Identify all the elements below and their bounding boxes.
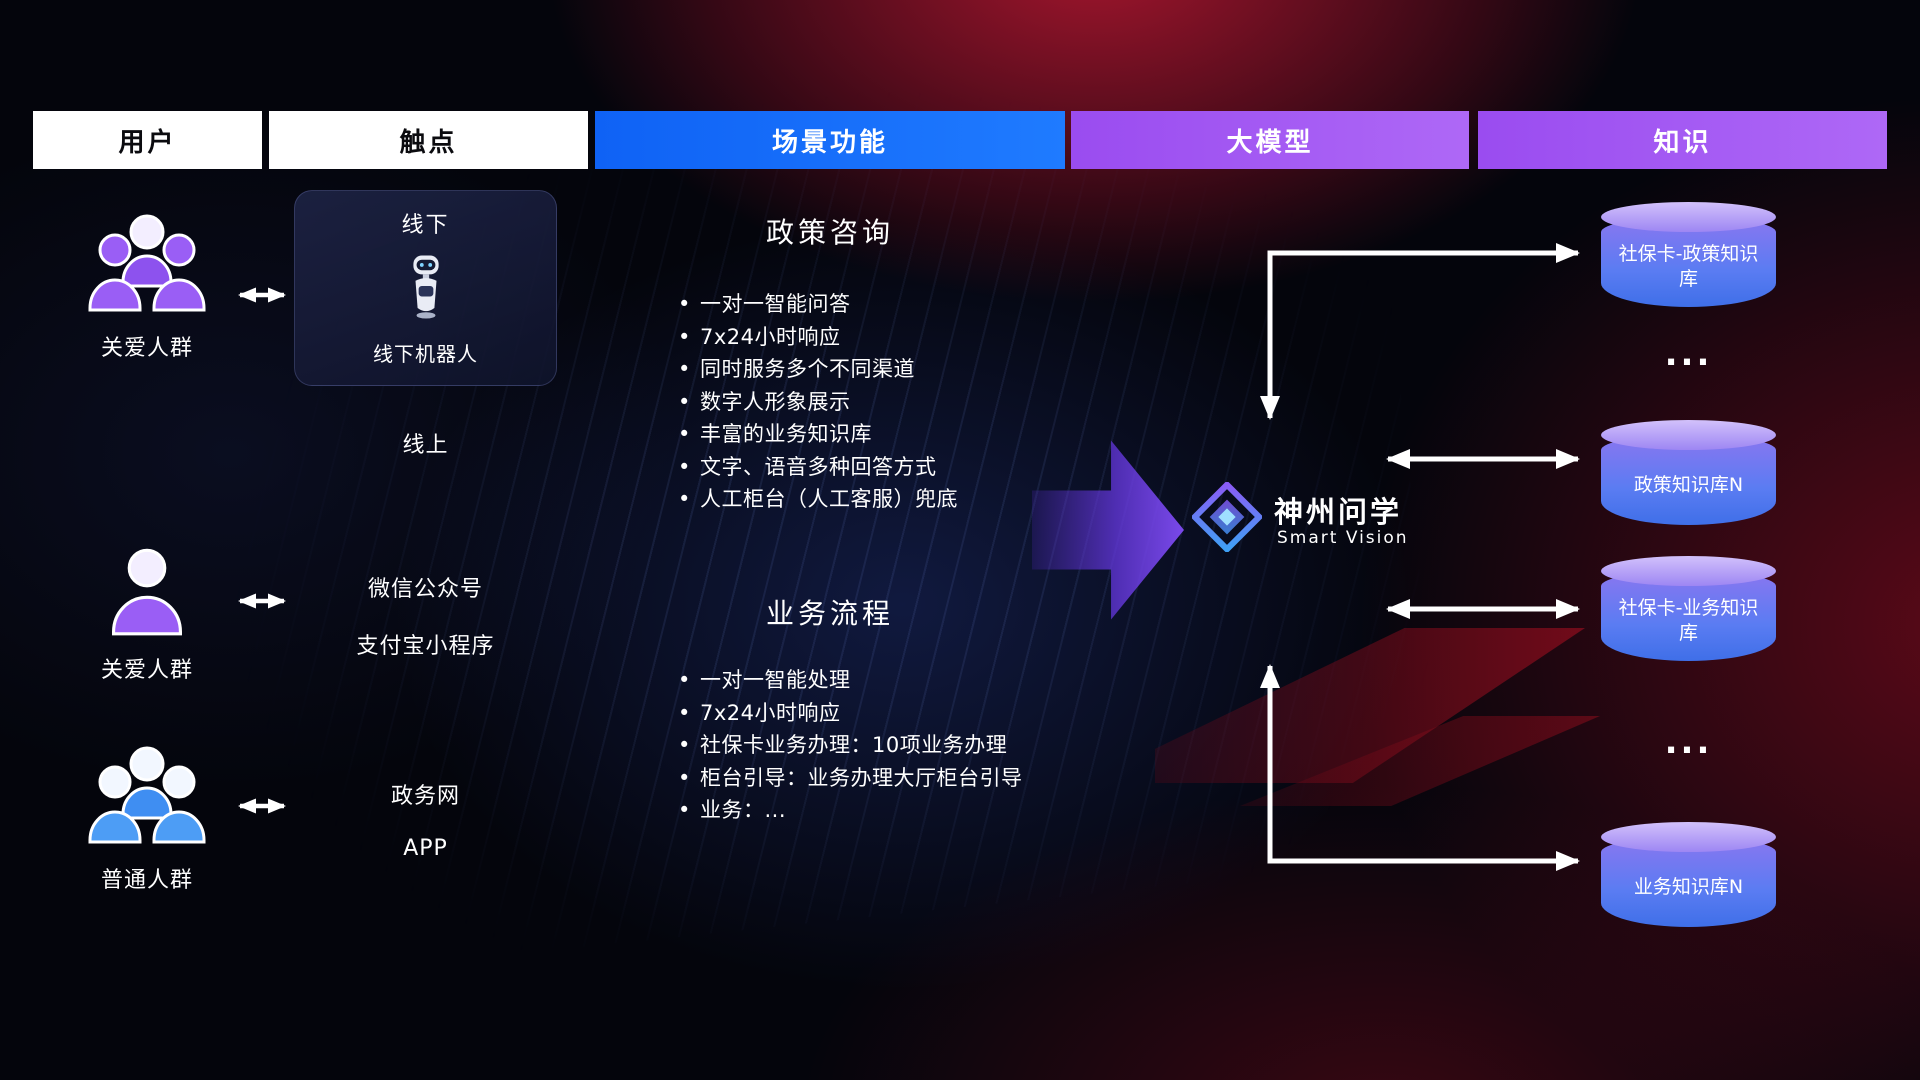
database-icon <box>1601 822 1776 852</box>
offline-robot-label: 线下机器人 <box>373 342 478 366</box>
feature-text: 一对一智能处理 <box>700 668 851 692</box>
user-single-purple-icon <box>99 544 195 638</box>
header-model-label: 大模型 <box>1226 127 1314 158</box>
feature-item: 同时服务多个不同渠道 <box>676 353 958 386</box>
offline-touchpoint-card: 线下 线下机器人 <box>294 190 557 386</box>
user-group-general: 普通人群 <box>52 740 242 894</box>
feature-item: 人工柜台（人工客服）兜底 <box>676 483 958 516</box>
feature-item: 7x24小时响应 <box>676 697 1023 730</box>
user-group-label: 普通人群 <box>100 868 193 893</box>
db-label: 社保卡-政策知识库 <box>1618 243 1759 290</box>
feature-item: 社保卡业务办理：10项业务办理 <box>676 729 1023 762</box>
header-knowledge-label: 知识 <box>1653 127 1712 158</box>
database-icon <box>1601 556 1776 586</box>
knowledge-db-policy-ss-card: 社保卡-政策知识库 <box>1601 202 1776 308</box>
feature-item: 业务：... <box>676 794 1023 827</box>
users-group-purple-icon <box>81 208 213 316</box>
user-group-care-2: 关爱人群 <box>52 544 242 684</box>
feature-text: 一对一智能问答 <box>700 292 851 316</box>
header-users-label: 用户 <box>118 127 177 158</box>
knowledge-ellipsis-1: ... <box>1664 334 1713 374</box>
smart-vision-logo-icon <box>1190 480 1264 556</box>
knowledge-ellipsis-2: ... <box>1664 722 1713 762</box>
model-subtitle: Smart Vision <box>1277 528 1409 548</box>
feature-text: 文字、语音多种回答方式 <box>700 454 937 479</box>
database-icon <box>1601 202 1776 232</box>
feature-item: 一对一智能处理 <box>676 664 1023 697</box>
feature-text: 柜台引导：业务办理大厅柜台引导 <box>700 765 1023 790</box>
feature-item: 柜台引导：业务办理大厅柜台引导 <box>676 762 1023 795</box>
scenario-title-business: 业务流程 <box>765 597 894 630</box>
header-scenario-functions: 场景功能 <box>595 111 1065 169</box>
channel-gov-web: 政务网 <box>390 784 460 809</box>
header-knowledge: 知识 <box>1478 111 1887 169</box>
feature-item: 一对一智能问答 <box>676 288 958 321</box>
db-label: 业务知识库N <box>1633 875 1744 898</box>
db-label: 社保卡-业务知识库 <box>1618 597 1759 644</box>
feature-text: 业务：... <box>700 798 787 822</box>
offline-title: 线下 <box>401 213 450 238</box>
header-large-model: 大模型 <box>1071 111 1469 169</box>
feature-item: 数字人形象展示 <box>676 386 958 419</box>
feature-text: 同时服务多个不同渠道 <box>700 357 915 381</box>
channel-app: APP <box>403 836 448 861</box>
user-group-label: 关爱人群 <box>100 658 193 683</box>
knowledge-db-business-ss-card: 社保卡-业务知识库 <box>1601 556 1776 662</box>
knowledge-db-policy-n: 政策知识库N <box>1601 420 1776 526</box>
header-touchpoints: 触点 <box>269 111 588 169</box>
database-icon <box>1601 420 1776 450</box>
policy-feature-list: 一对一智能问答 7x24小时响应 同时服务多个不同渠道 数字人形象展示 丰富的业… <box>676 288 958 516</box>
feature-text: 人工柜台（人工客服）兜底 <box>700 487 958 511</box>
scenario-title-policy: 政策咨询 <box>765 216 894 249</box>
channel-wechat: 微信公众号 <box>367 577 483 602</box>
feature-text: 7x24小时响应 <box>700 700 841 725</box>
user-group-care-1: 关爱人群 <box>52 208 242 362</box>
feature-item: 丰富的业务知识库 <box>676 418 958 451</box>
feature-item: 文字、语音多种回答方式 <box>676 451 958 484</box>
business-feature-list: 一对一智能处理 7x24小时响应 社保卡业务办理：10项业务办理 柜台引导：业务… <box>676 664 1023 827</box>
feature-item: 7x24小时响应 <box>676 321 958 354</box>
channel-alipay: 支付宝小程序 <box>356 634 495 659</box>
feature-text: 社保卡业务办理：10项业务办理 <box>700 733 1008 757</box>
header-users: 用户 <box>33 111 262 169</box>
header-touchpoints-label: 触点 <box>399 127 458 158</box>
knowledge-db-business-n: 业务知识库N <box>1601 822 1776 928</box>
header-scenario-label: 场景功能 <box>771 127 888 158</box>
user-group-label: 关爱人群 <box>100 336 193 361</box>
online-title: 线上 <box>402 433 449 458</box>
feature-text: 丰富的业务知识库 <box>700 422 872 446</box>
robot-icon <box>405 253 447 325</box>
feature-text: 7x24小时响应 <box>700 324 841 349</box>
db-label: 政策知识库N <box>1633 473 1744 496</box>
model-name: 神州问学 <box>1274 495 1403 529</box>
feature-text: 数字人形象展示 <box>700 389 851 414</box>
users-group-blue-icon <box>81 740 213 848</box>
